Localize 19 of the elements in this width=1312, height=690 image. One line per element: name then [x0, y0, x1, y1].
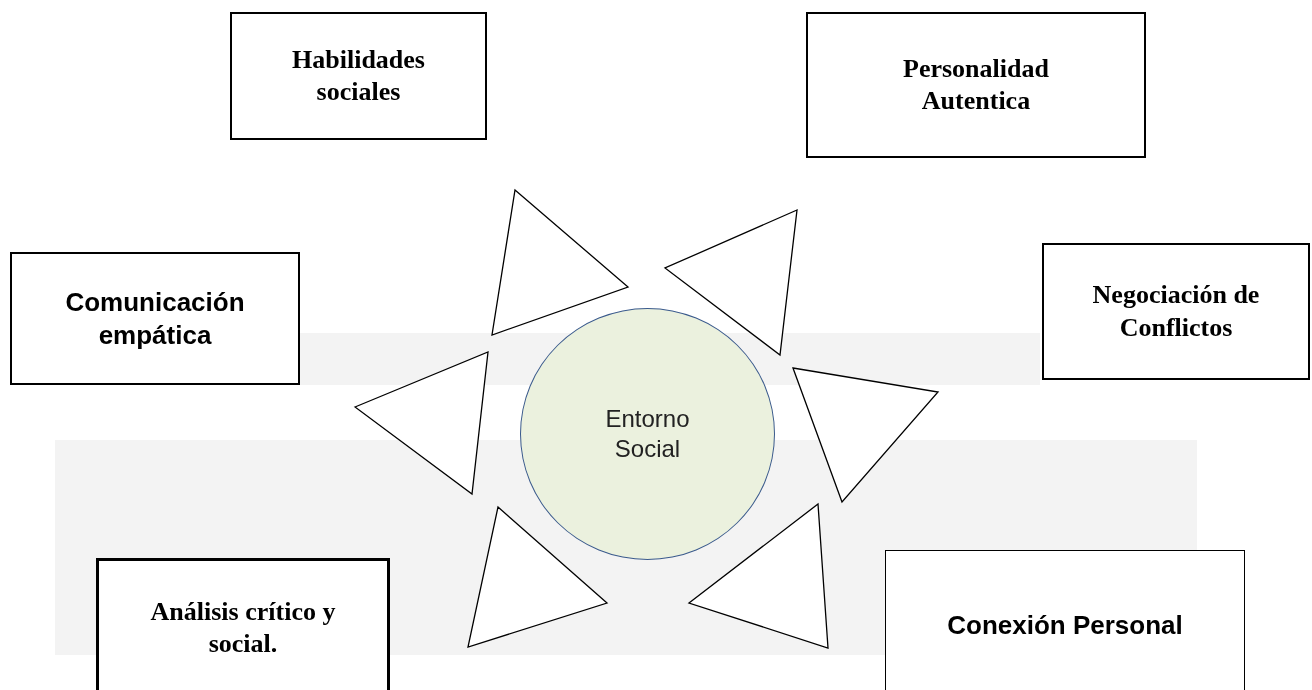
triangle-shape: [467, 505, 609, 648]
text-box: [96, 558, 390, 690]
triangle-shape: [687, 502, 829, 649]
node-label: Entorno Social: [604, 404, 691, 464]
node-label: Habilidades sociales: [291, 43, 426, 108]
triangle-shape: [792, 367, 940, 504]
text-box: [230, 12, 487, 140]
triangle-shape: [663, 208, 798, 357]
node-label: Personalidad Autentica: [902, 52, 1050, 117]
node-label: Análisis crítico y social.: [149, 595, 337, 660]
node-label: Negociación de Conflictos: [1091, 279, 1261, 344]
triangle-shape: [353, 350, 489, 496]
text-box: [885, 550, 1245, 690]
triangle-shape: [491, 188, 630, 336]
node-label: Comunicación empática: [64, 286, 246, 351]
node-label: Conexión Personal: [947, 608, 1183, 642]
text-box: [806, 12, 1146, 158]
text-box: [1042, 243, 1310, 380]
text-box: [10, 252, 300, 385]
